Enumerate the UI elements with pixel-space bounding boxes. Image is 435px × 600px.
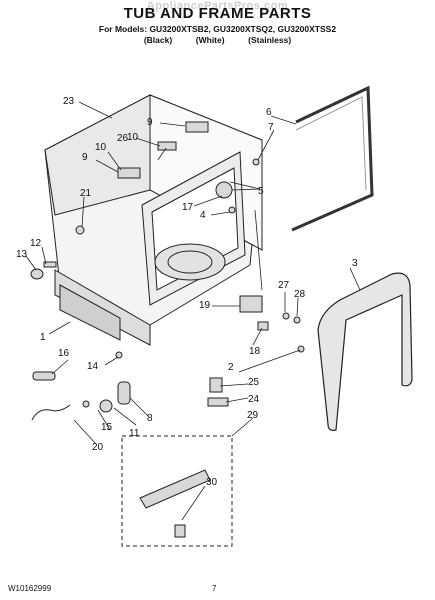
watermark: AppliancePartsPros.com bbox=[146, 0, 289, 12]
part-label-13: 13 bbox=[16, 249, 28, 260]
part-label-28: 28 bbox=[294, 289, 306, 300]
part-number-labels: 1234567899101011121314151617181920212324… bbox=[16, 96, 358, 488]
part-label-7: 7 bbox=[268, 122, 274, 133]
part-label-26: 26 bbox=[117, 133, 129, 144]
door-gasket bbox=[317, 272, 413, 431]
part-label-21: 21 bbox=[80, 188, 92, 199]
part-29-box bbox=[121, 435, 233, 547]
part-label-10-2: 10 bbox=[95, 142, 107, 153]
part-label-14: 14 bbox=[87, 361, 99, 372]
part-label-2: 2 bbox=[228, 362, 234, 373]
document-number: W10162999 bbox=[8, 584, 52, 593]
part-label-3: 3 bbox=[352, 258, 358, 269]
part-label-29: 29 bbox=[247, 410, 259, 421]
model-list: For Models: GU3200XTSB2, GU3200XTSQ2, GU… bbox=[98, 24, 337, 34]
part-label-23: 23 bbox=[63, 96, 75, 107]
part-label-17: 17 bbox=[182, 202, 194, 213]
part-label-11: 11 bbox=[129, 428, 140, 439]
part-label-27: 27 bbox=[278, 280, 290, 291]
part-label-24: 24 bbox=[248, 394, 260, 405]
part-label-15: 15 bbox=[101, 422, 113, 433]
part-label-25: 25 bbox=[248, 377, 260, 388]
small-parts bbox=[30, 121, 305, 538]
part-label-12: 12 bbox=[30, 238, 42, 249]
part-label-16: 16 bbox=[58, 348, 70, 359]
part-label-1: 1 bbox=[40, 332, 46, 343]
tub-body bbox=[44, 94, 263, 346]
part-label-6: 6 bbox=[266, 107, 272, 118]
part-label-5: 5 bbox=[258, 186, 264, 197]
model-colors: (Black) (White) (Stainless) bbox=[143, 35, 292, 45]
page-title: TUB AND FRAME PARTS bbox=[123, 5, 312, 22]
part-label-19: 19 bbox=[199, 300, 211, 311]
part-label-10: 10 bbox=[127, 132, 139, 143]
page-number: 7 bbox=[212, 584, 217, 593]
part-label-9: 9 bbox=[147, 117, 153, 128]
part-label-8: 8 bbox=[147, 413, 153, 424]
part-label-18: 18 bbox=[249, 346, 261, 357]
leader-lines bbox=[25, 101, 361, 521]
part-label-9-2: 9 bbox=[82, 152, 88, 163]
part-label-4: 4 bbox=[200, 210, 206, 221]
part-label-30: 30 bbox=[206, 477, 218, 488]
frame-strip bbox=[291, 85, 374, 232]
part-label-20: 20 bbox=[92, 442, 104, 453]
